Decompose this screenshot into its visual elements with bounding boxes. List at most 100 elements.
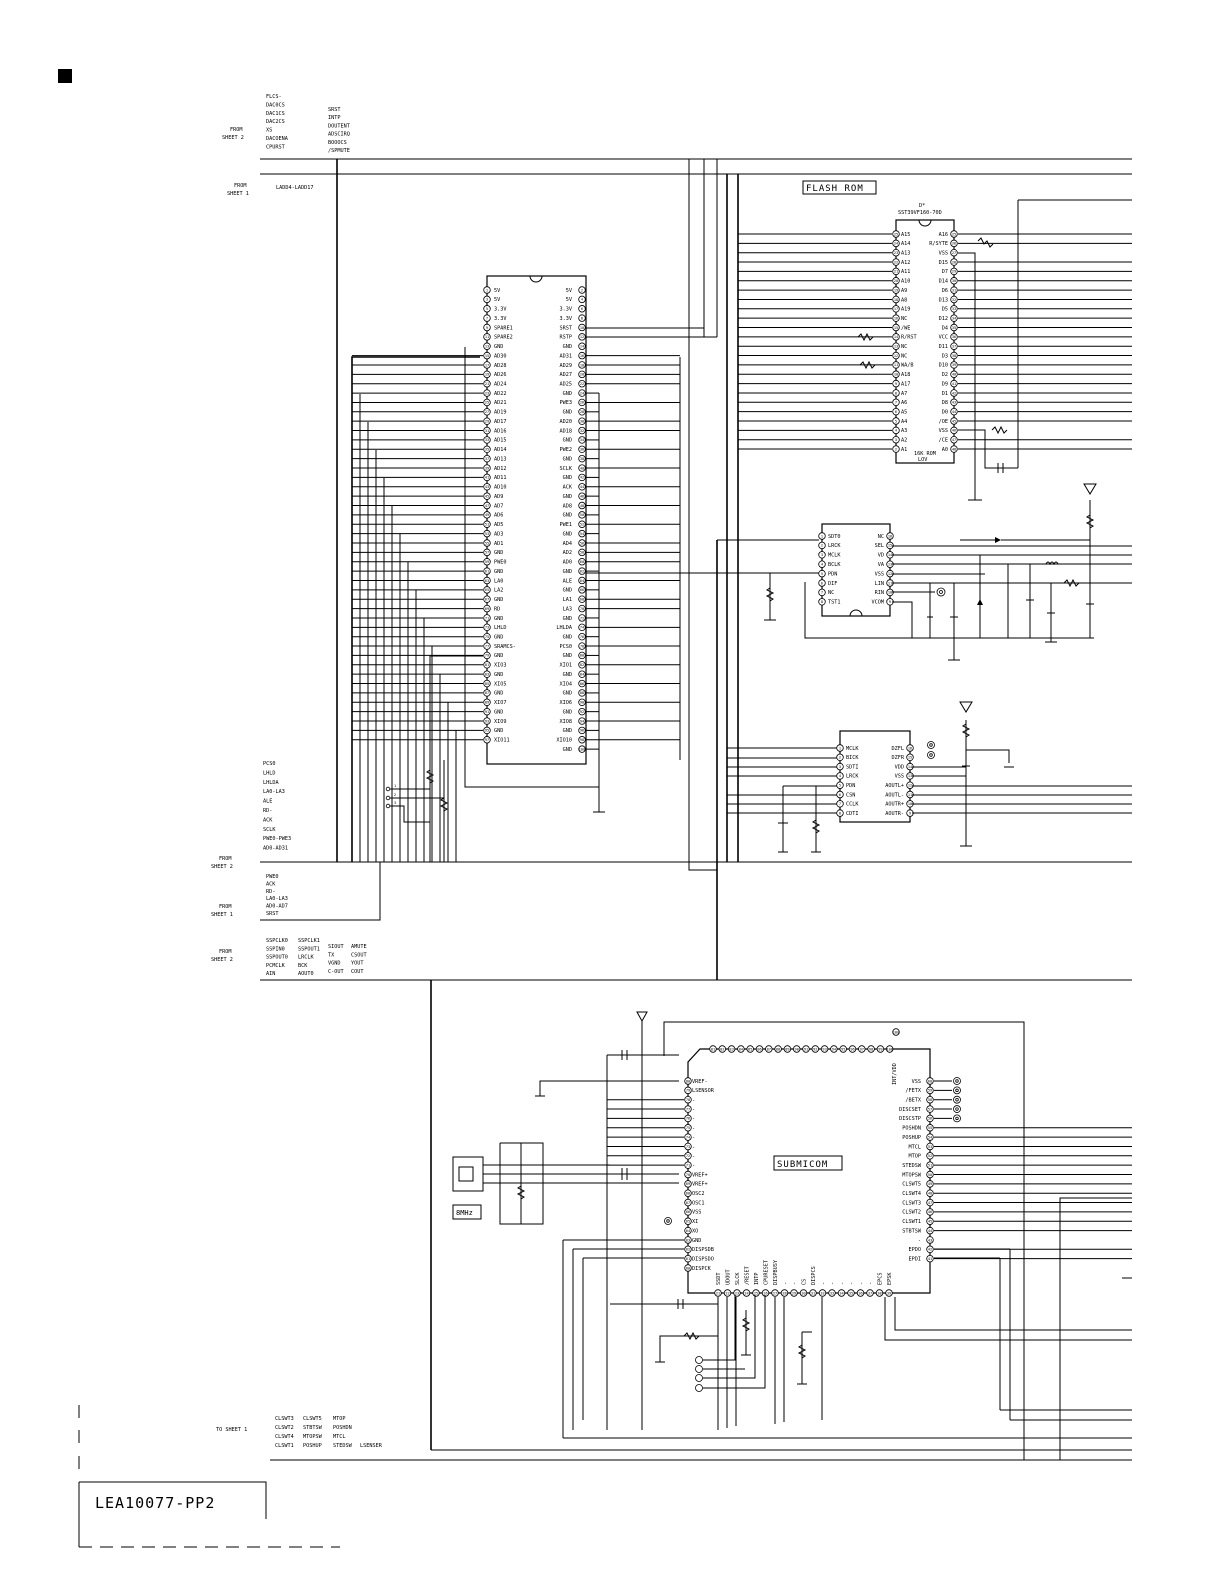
svg-text:4: 4 (581, 298, 583, 302)
header-signal-a-2: DAC1CS (266, 111, 285, 117)
svg-text:47: 47 (928, 1201, 932, 1205)
svg-text:25: 25 (952, 232, 956, 236)
connector-pin-right: GND (563, 494, 572, 500)
connector-pin-left: XIO9 (494, 719, 507, 725)
svg-text:12: 12 (888, 572, 892, 576)
submicom-pin-left: - (692, 1144, 695, 1150)
to-sheet1-signal-col1: CLSWT2 (275, 1425, 294, 1431)
flash-rom-pin-left: A14 (901, 241, 910, 247)
connector-pin-right: GND (563, 391, 572, 397)
svg-text:37: 37 (868, 1291, 872, 1295)
submicom-pin-left: OSC2 (692, 1191, 705, 1197)
connector-pin-left: AD9 (494, 494, 503, 500)
submicom-pin-bottom: DISPBUSY (773, 1259, 779, 1285)
connector-pin-left: AD21 (494, 400, 507, 406)
svg-text:7: 7 (839, 802, 841, 806)
submicom-pin-right: MTOPSW (902, 1172, 922, 1178)
svg-text:87: 87 (485, 691, 489, 695)
svg-text:96: 96 (850, 1047, 854, 1051)
submicom-pin-left: XI (692, 1219, 698, 1225)
connector-pin-right: ALE (563, 578, 572, 584)
submicom-pin-left: LSENSOR (692, 1088, 715, 1094)
dac-a-pin-left: TST1 (828, 600, 841, 606)
svg-text:78: 78 (580, 644, 584, 648)
svg-text:26: 26 (763, 1291, 767, 1295)
svg-text:47: 47 (952, 438, 956, 442)
svg-text:60: 60 (580, 560, 584, 564)
svg-text:95: 95 (841, 1047, 845, 1051)
connector-wiring (351, 327, 717, 862)
svg-text:33: 33 (830, 1291, 834, 1295)
svg-text:59: 59 (928, 1089, 932, 1093)
svg-text:96: 96 (580, 729, 584, 733)
svg-text:48: 48 (928, 1192, 932, 1196)
flash-rom-ic (895, 219, 955, 464)
dac-b-pin-right: AOUTL+ (885, 783, 904, 789)
submicom-pin-left: - (692, 1107, 695, 1113)
connector-pin-left: XIO3 (494, 663, 507, 669)
flash-rom-pin-right: D7 (942, 269, 948, 275)
svg-text:76: 76 (580, 635, 584, 639)
submicom-pin-right: CLSWT4 (902, 1191, 921, 1197)
flash-rom-pin-left: A18 (901, 372, 910, 378)
dac-b-pin-left: CSN (846, 792, 855, 798)
connector-pin-left: GND (494, 709, 503, 715)
svg-text:37: 37 (485, 457, 489, 461)
svg-text:97: 97 (485, 738, 489, 742)
connector-pin-left: AD5 (494, 522, 503, 528)
svg-text:72: 72 (686, 1154, 690, 1158)
connector-pin-right: PWE2 (560, 447, 573, 453)
to-sheet1-signal-col1: CLSWT3 (275, 1416, 294, 1422)
connector-pin-right: AD2 (563, 550, 572, 556)
svg-text:85: 85 (485, 682, 489, 686)
svg-text:84: 84 (580, 672, 584, 676)
submicom-pin-bottom: SSDT (716, 1273, 722, 1286)
connector-pin-right: AD27 (560, 372, 573, 378)
flash-rom-ref: D* (919, 203, 925, 209)
flash-rom-pin-right: /OE (939, 419, 948, 425)
svg-text:89: 89 (485, 701, 489, 705)
svg-text:6: 6 (821, 581, 823, 585)
dac-b-pin-right: DZFL (892, 746, 905, 752)
svg-text:16: 16 (580, 354, 584, 358)
svg-text:53: 53 (485, 532, 489, 536)
connector-pin-left: AD11 (494, 475, 507, 481)
svg-text:36: 36 (580, 448, 584, 452)
connector-pin-left: GND (494, 597, 503, 603)
dac-a-pin-left: LRCK (828, 543, 841, 549)
connector-pin-left: GND (494, 550, 503, 556)
flash-rom-pin-right: R/SYTE (929, 241, 948, 247)
connector-pin-right: GND (563, 709, 572, 715)
header-signals: FROM SHEET 2 FLCS-DAC0CSDAC1CSDAC2CSXSDA… (222, 94, 350, 197)
low-from-sheet2-2: SHEET 2 (211, 957, 233, 963)
header-signal-a-1: DAC0CS (266, 102, 285, 108)
flash-rom-title: FLASH ROM (806, 184, 864, 194)
svg-text:46: 46 (952, 429, 956, 433)
svg-text:18: 18 (580, 363, 584, 367)
svg-text:14: 14 (888, 553, 892, 557)
svg-text:32: 32 (820, 1291, 824, 1295)
svg-text:60: 60 (928, 1079, 932, 1083)
dac-a-pin-left: PDN (828, 571, 837, 577)
connector-pin-left: GND (494, 634, 503, 640)
connector-pin-right: LA1 (563, 597, 572, 603)
svg-text:14: 14 (894, 335, 898, 339)
svg-text:63: 63 (686, 1238, 690, 1242)
dac-b-pin-left: BICK (846, 755, 859, 761)
mid-signal-b-2: RD- (266, 889, 275, 895)
connector-pin-right: ACK (563, 485, 573, 491)
submicom-pin-bottom: - (830, 1282, 836, 1285)
connector-pin-right: AD29 (560, 363, 573, 369)
dac-a-pin-right: VD (878, 553, 884, 559)
flash-rom-pin-right: D14 (939, 279, 948, 285)
flash-rom-pin-left: /WE (901, 325, 910, 331)
svg-text:15: 15 (888, 544, 892, 548)
svg-text:24: 24 (744, 1291, 748, 1295)
flash-rom-pin-right: A16 (939, 232, 948, 238)
svg-text:3: 3 (821, 553, 823, 557)
svg-text:81: 81 (711, 1047, 715, 1051)
dac-a-pin-right: VSS (875, 571, 884, 577)
svg-text:97: 97 (860, 1047, 864, 1051)
connector-pin-left: AD28 (494, 363, 507, 369)
svg-text:20: 20 (894, 279, 898, 283)
